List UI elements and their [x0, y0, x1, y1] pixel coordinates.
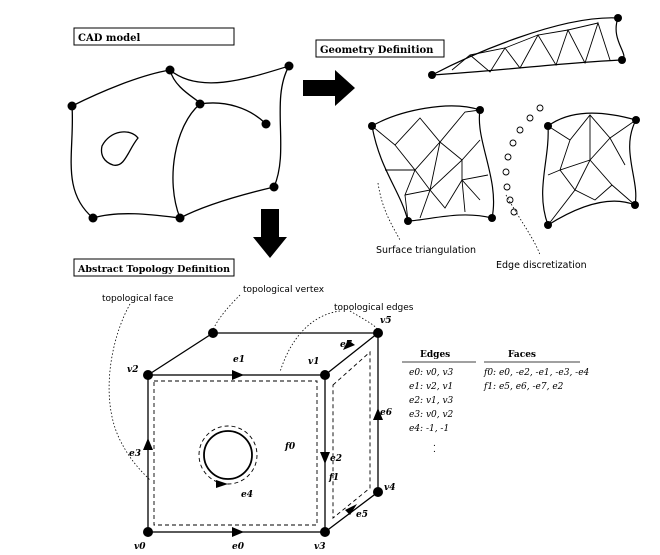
top-strip-mesh: [431, 17, 625, 76]
vertex-label-v2: v2: [127, 365, 139, 375]
topology-vertices: [143, 328, 383, 537]
leader-lines: [108, 294, 379, 481]
geometry-label-box: [315, 39, 445, 58]
faces-row: f0: e0, -e2, -e1, -e3, -e4: [483, 368, 590, 378]
topology-loops: [153, 350, 371, 526]
edge-label-e6: e6: [380, 408, 393, 418]
surface-triangulation-label: Surface triangulation: [376, 245, 476, 256]
arrow-right-icon: [303, 70, 355, 106]
faces-table-header: Faces: [508, 350, 536, 360]
topological-vertex-label: topological vertex: [243, 285, 325, 295]
geometry-definition-panel: Geometry Definition: [315, 14, 640, 271]
topology-box-edges: [147, 332, 379, 533]
edge-label-e4: e4: [241, 490, 253, 500]
faces-row: f1: e5, e6, -e7, e2: [483, 382, 564, 392]
edge-discretization-label: Edge discretization: [496, 260, 587, 271]
right-surface-vertices: [544, 116, 640, 229]
edges-table-header: Edges: [420, 350, 450, 360]
arrow-down-icon: [253, 209, 287, 258]
cad-model-panel: CAD model: [67, 27, 294, 223]
left-surface-mesh: [371, 105, 495, 222]
topological-edges-label: topological edges: [334, 303, 414, 313]
face-label-f1: f1: [328, 473, 339, 483]
edges-row: e3: v0, v2: [409, 410, 454, 420]
edges-row: e2: v1, v3: [409, 396, 454, 406]
edges-table: Edges e0: v0, v3 e1: v2, v1 e2: v1, v3 e…: [402, 350, 476, 455]
edge-label-e7: e7: [340, 340, 353, 350]
edges-row: e4: -1, -1: [409, 424, 449, 434]
edges-row: e0: v0, v3: [409, 368, 454, 378]
vertex-label-v1: v1: [308, 357, 320, 367]
abstract-topology-label-box: [73, 258, 235, 277]
cad-model-vertices: [67, 61, 294, 223]
faces-table: Faces f0: e0, -e2, -e1, -e3, -e4 f1: e5,…: [483, 350, 590, 392]
edge-label-e2: e2: [330, 454, 342, 464]
edge-label-e3: e3: [129, 449, 141, 459]
svg-text:.: .: [433, 445, 436, 455]
geometry-definition-label: Geometry Definition: [320, 45, 434, 56]
edge-discretization-points: [502, 104, 544, 216]
cad-model-label: CAD model: [78, 33, 140, 44]
face-label-f0: f0: [284, 442, 296, 452]
hole-boundary: [203, 430, 253, 480]
topological-face-label: topological face: [102, 294, 174, 304]
edge-direction-arrows: [143, 340, 383, 537]
edges-table-ellipsis: .: [433, 439, 436, 449]
edge-label-e5: e5: [356, 510, 368, 520]
abstract-topology-label: Abstract Topology Definition: [77, 264, 230, 275]
vertex-label-v3: v3: [314, 542, 326, 552]
right-surface-mesh: [542, 112, 637, 226]
vertex-label-v4: v4: [384, 483, 396, 493]
edge-label-e1: e1: [233, 355, 245, 365]
left-surface-vertices: [368, 106, 496, 225]
edges-row: e1: v2, v1: [409, 382, 453, 392]
cad-model-label-box: [73, 27, 235, 46]
top-strip-vertices: [428, 14, 626, 79]
vertex-label-v0: v0: [134, 542, 146, 552]
cad-model-shape: [70, 65, 290, 219]
edge-label-e0: e0: [232, 542, 245, 552]
vertex-label-v5: v5: [380, 316, 392, 326]
abstract-topology-panel: Abstract Topology Definition: [73, 258, 590, 552]
